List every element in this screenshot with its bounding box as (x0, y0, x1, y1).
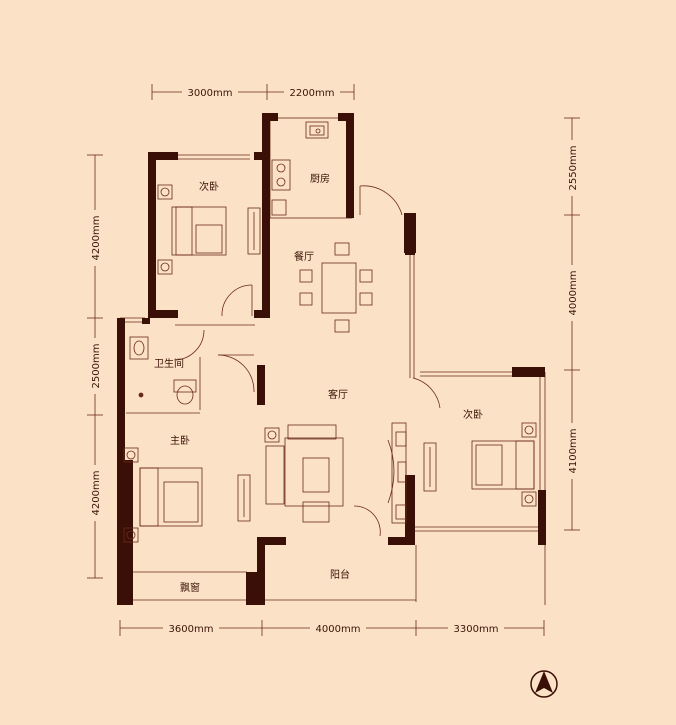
room-label-kitchen: 厨房 (310, 172, 330, 185)
master-bed (123, 447, 251, 543)
bathroom-fixtures (129, 336, 197, 405)
dim-left-2: 2500mm (91, 344, 102, 389)
dim-top-2: 2200mm (290, 88, 335, 99)
room-label-second-bedroom-a: 次卧 (199, 180, 219, 193)
room-label-living: 客厅 (328, 388, 348, 401)
dim-bottom-3: 3300mm (454, 624, 499, 635)
north-arrow-icon (530, 670, 558, 698)
door-swings (173, 185, 441, 537)
room-label-balcony: 阳台 (330, 568, 350, 581)
room-label-bay-window: 飘窗 (180, 581, 200, 594)
dim-right-3: 4100mm (568, 429, 579, 474)
dim-right-2: 4000mm (568, 271, 579, 316)
walls (117, 113, 546, 605)
dim-left-3: 4200mm (91, 471, 102, 516)
room-label-bathroom: 卫生间 (154, 357, 184, 370)
kitchen-fixtures (271, 121, 329, 216)
dim-right-1: 2550mm (568, 146, 579, 191)
room-label-master-bedroom: 主卧 (170, 434, 190, 447)
dim-top-1: 3000mm (188, 88, 233, 99)
bed-a (157, 184, 261, 275)
dim-bottom-1: 3600mm (169, 624, 214, 635)
living-furniture (264, 422, 407, 524)
dim-left-1: 4200mm (91, 216, 102, 261)
dining-table (299, 242, 373, 333)
bed-b (423, 422, 537, 507)
room-label-dining: 餐厅 (294, 250, 314, 263)
dim-bottom-2: 4000mm (316, 624, 361, 635)
room-label-second-bedroom-b: 次卧 (463, 408, 483, 421)
